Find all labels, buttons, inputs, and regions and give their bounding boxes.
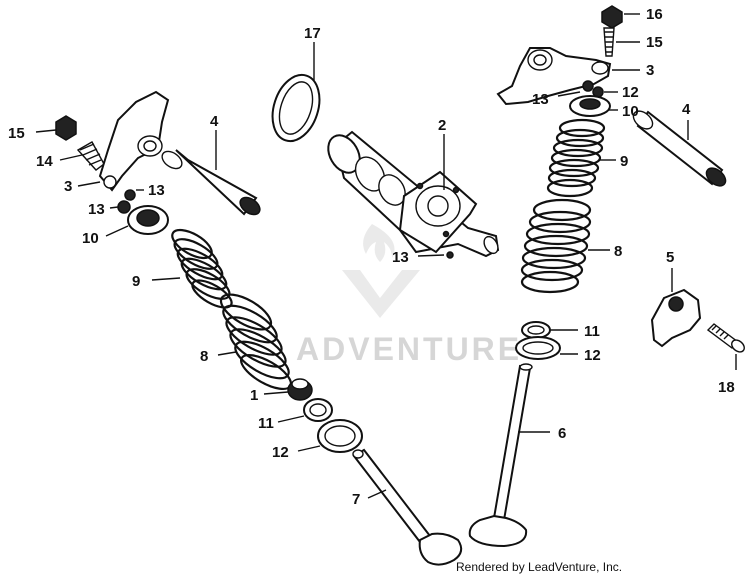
callout-11-right: 11 (584, 323, 600, 340)
callout-6: 6 (558, 425, 566, 442)
callout-4-right: 4 (682, 101, 691, 118)
rocker-arm-3-right (496, 47, 612, 106)
callout-1: 1 (250, 387, 258, 404)
valve-6 (468, 363, 533, 548)
adjusting-screw-15-left (76, 141, 105, 171)
callout-8-left: 8 (200, 348, 208, 365)
callout-18: 18 (718, 379, 735, 396)
lock-nut-16-left (55, 115, 77, 141)
callout-2: 2 (438, 117, 446, 134)
callout-13-left-a: 13 (148, 182, 165, 199)
callout-3-left: 3 (64, 178, 72, 195)
callout-9-right: 9 (620, 153, 628, 170)
lock-nut-16-right (601, 5, 623, 29)
rocker-arm-3-left (98, 90, 170, 192)
footer-credit: Rendered by LeadVenture, Inc. (456, 560, 623, 574)
camshaft-2 (327, 130, 500, 258)
callout-16-left: 15 (8, 125, 25, 142)
callout-15-left: 14 (36, 153, 53, 170)
pin-14 (446, 251, 454, 259)
callout-16-right: 16 (646, 6, 663, 23)
cotter-13-left (117, 189, 136, 214)
callout-14: 13 (392, 249, 409, 266)
retainer-10-left (127, 205, 169, 235)
callout-4-left: 4 (210, 113, 219, 130)
stem-seal-1 (287, 378, 313, 401)
rocker-shaft-4-right (632, 110, 727, 187)
valve-guide-seal-12-left (317, 419, 363, 453)
spring-seat-11-right (521, 321, 551, 339)
callout-13-right-b: 12 (622, 84, 639, 101)
callout-13-left-b: 13 (88, 201, 105, 218)
watermark-logo (342, 224, 420, 318)
watermark-text: ADVENTURE (296, 331, 522, 367)
inner-spring-9-right (546, 118, 606, 198)
bolt-18 (706, 323, 745, 353)
retainer-10-right (569, 95, 611, 117)
callout-10-right: 10 (622, 103, 639, 120)
callout-13-right-a: 13 (532, 91, 549, 108)
outer-spring-8-left (219, 293, 292, 391)
callout-9-left: 9 (132, 273, 140, 290)
callout-10-left: 10 (82, 230, 99, 247)
callout-15-right: 15 (646, 34, 663, 51)
adjusting-screw-15-right (603, 27, 615, 57)
spring-seat-11-left (303, 398, 333, 422)
outer-spring-8-right (520, 198, 592, 294)
callout-5: 5 (666, 249, 674, 266)
callout-8-right: 8 (614, 243, 622, 260)
cotter-13-right (582, 80, 604, 98)
callout-11-left: 11 (258, 415, 274, 432)
leader-lines (35, 13, 737, 499)
valve-7 (352, 448, 463, 566)
o-ring-17 (271, 73, 321, 143)
callout-12-left: 12 (272, 444, 289, 461)
valve-guide-seal-12-right (515, 336, 561, 360)
callout-7: 7 (352, 491, 360, 508)
callout-17: 17 (304, 25, 321, 42)
decompressor-cam-5 (650, 288, 702, 348)
callout-3-right: 3 (646, 62, 654, 79)
callout-12-right: 12 (584, 347, 601, 364)
rocker-shaft-4-left (161, 149, 261, 216)
callouts: 15 14 3 13 13 10 4 9 8 1 11 12 7 17 2 13… (8, 6, 735, 508)
inner-spring-9-left (171, 228, 233, 309)
